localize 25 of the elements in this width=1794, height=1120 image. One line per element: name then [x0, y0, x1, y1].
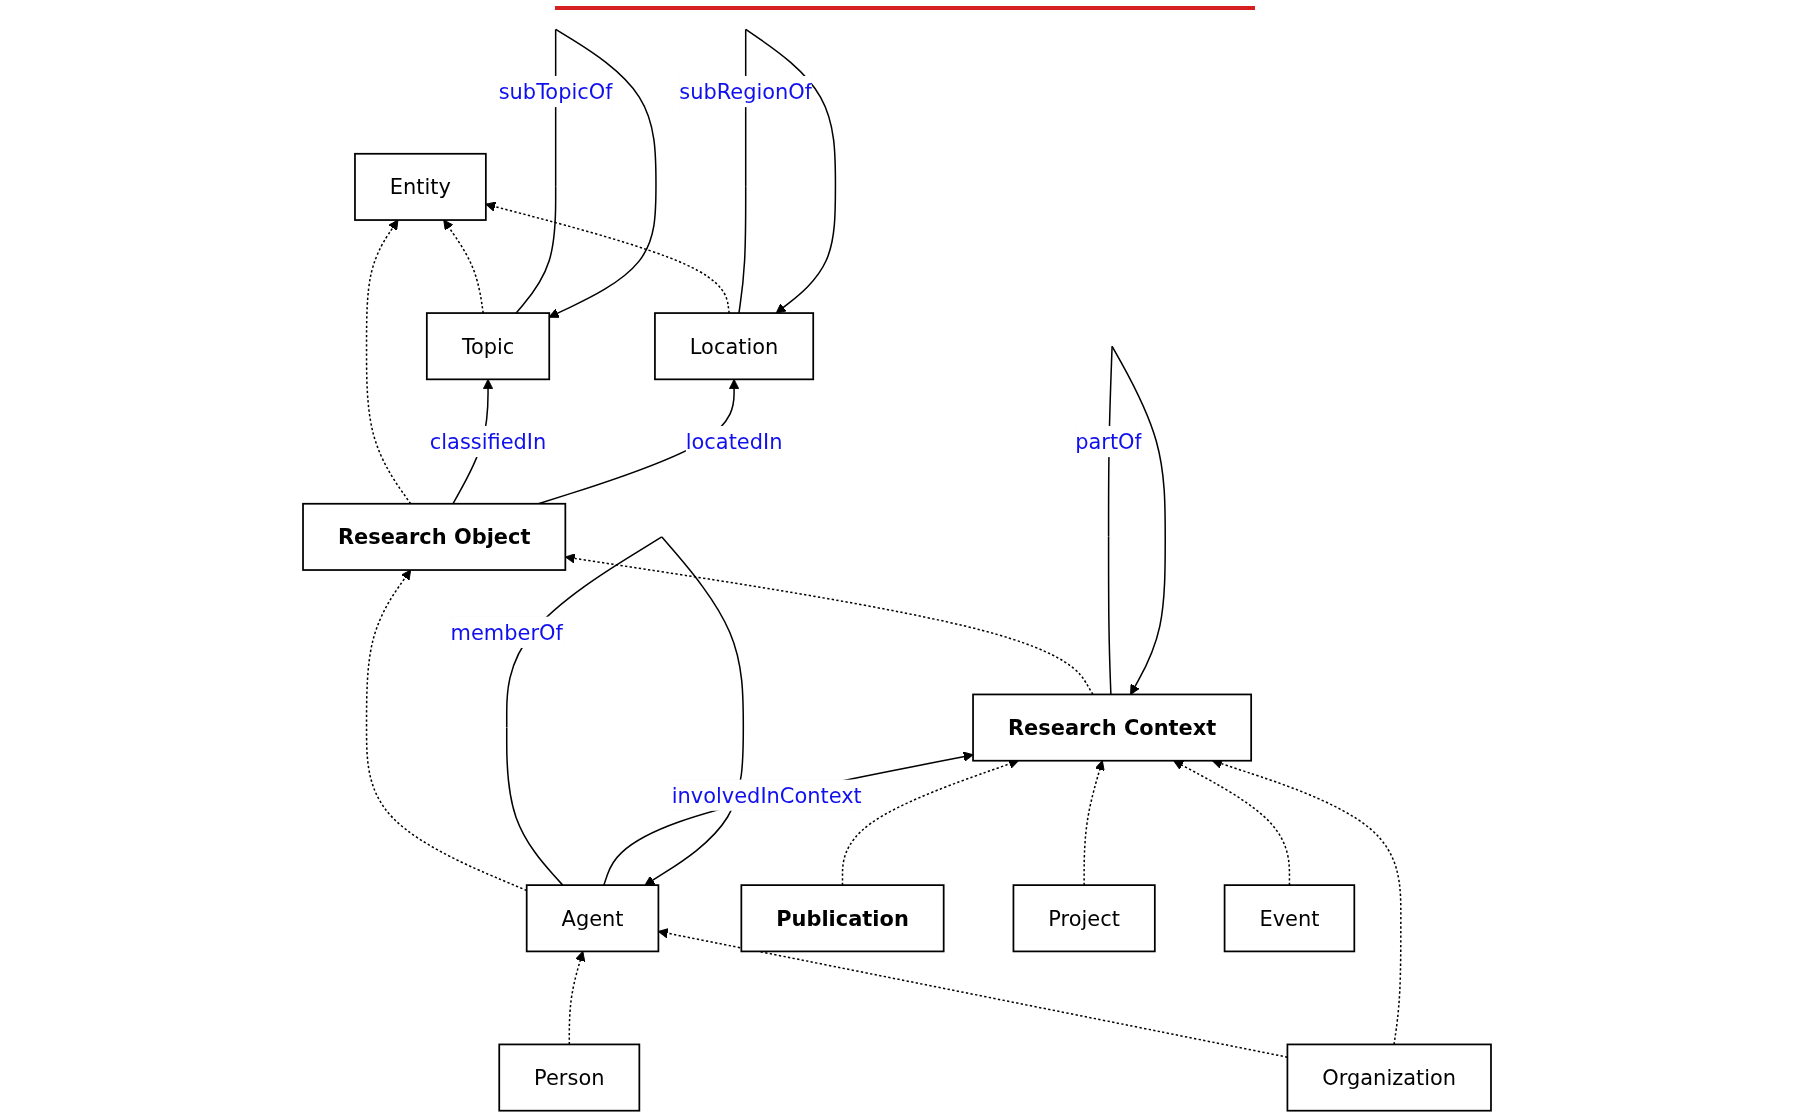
node-box: Project	[1012, 884, 1156, 953]
edge-label: memberOf	[450, 620, 563, 645]
node-box: Location	[654, 312, 815, 381]
node-box: Publication	[740, 884, 945, 953]
arrow	[1083, 760, 1105, 886]
node-box: Agent	[525, 884, 660, 953]
node-box: Research Object	[302, 502, 567, 571]
arrow	[443, 219, 484, 314]
edge-label: subTopicOf	[498, 79, 613, 104]
arrow	[1173, 760, 1291, 886]
edge-label: partOf	[1075, 429, 1142, 454]
node-box: Research Context	[972, 693, 1253, 762]
edge-label: involvedInContext	[671, 782, 862, 808]
node-box: Entity	[354, 152, 487, 221]
edge-label: classifiedIn	[429, 429, 547, 454]
node-box: Organization	[1286, 1043, 1492, 1112]
arrow	[603, 751, 974, 886]
edge-label: locatedIn	[685, 429, 783, 454]
arrow	[568, 950, 586, 1046]
arrow	[485, 201, 730, 314]
node-box: Event	[1223, 884, 1356, 953]
edge-label: subRegionOf	[679, 79, 813, 104]
node-box: Person	[498, 1043, 641, 1112]
node-box: Topic	[425, 312, 551, 381]
arrow	[365, 219, 412, 505]
